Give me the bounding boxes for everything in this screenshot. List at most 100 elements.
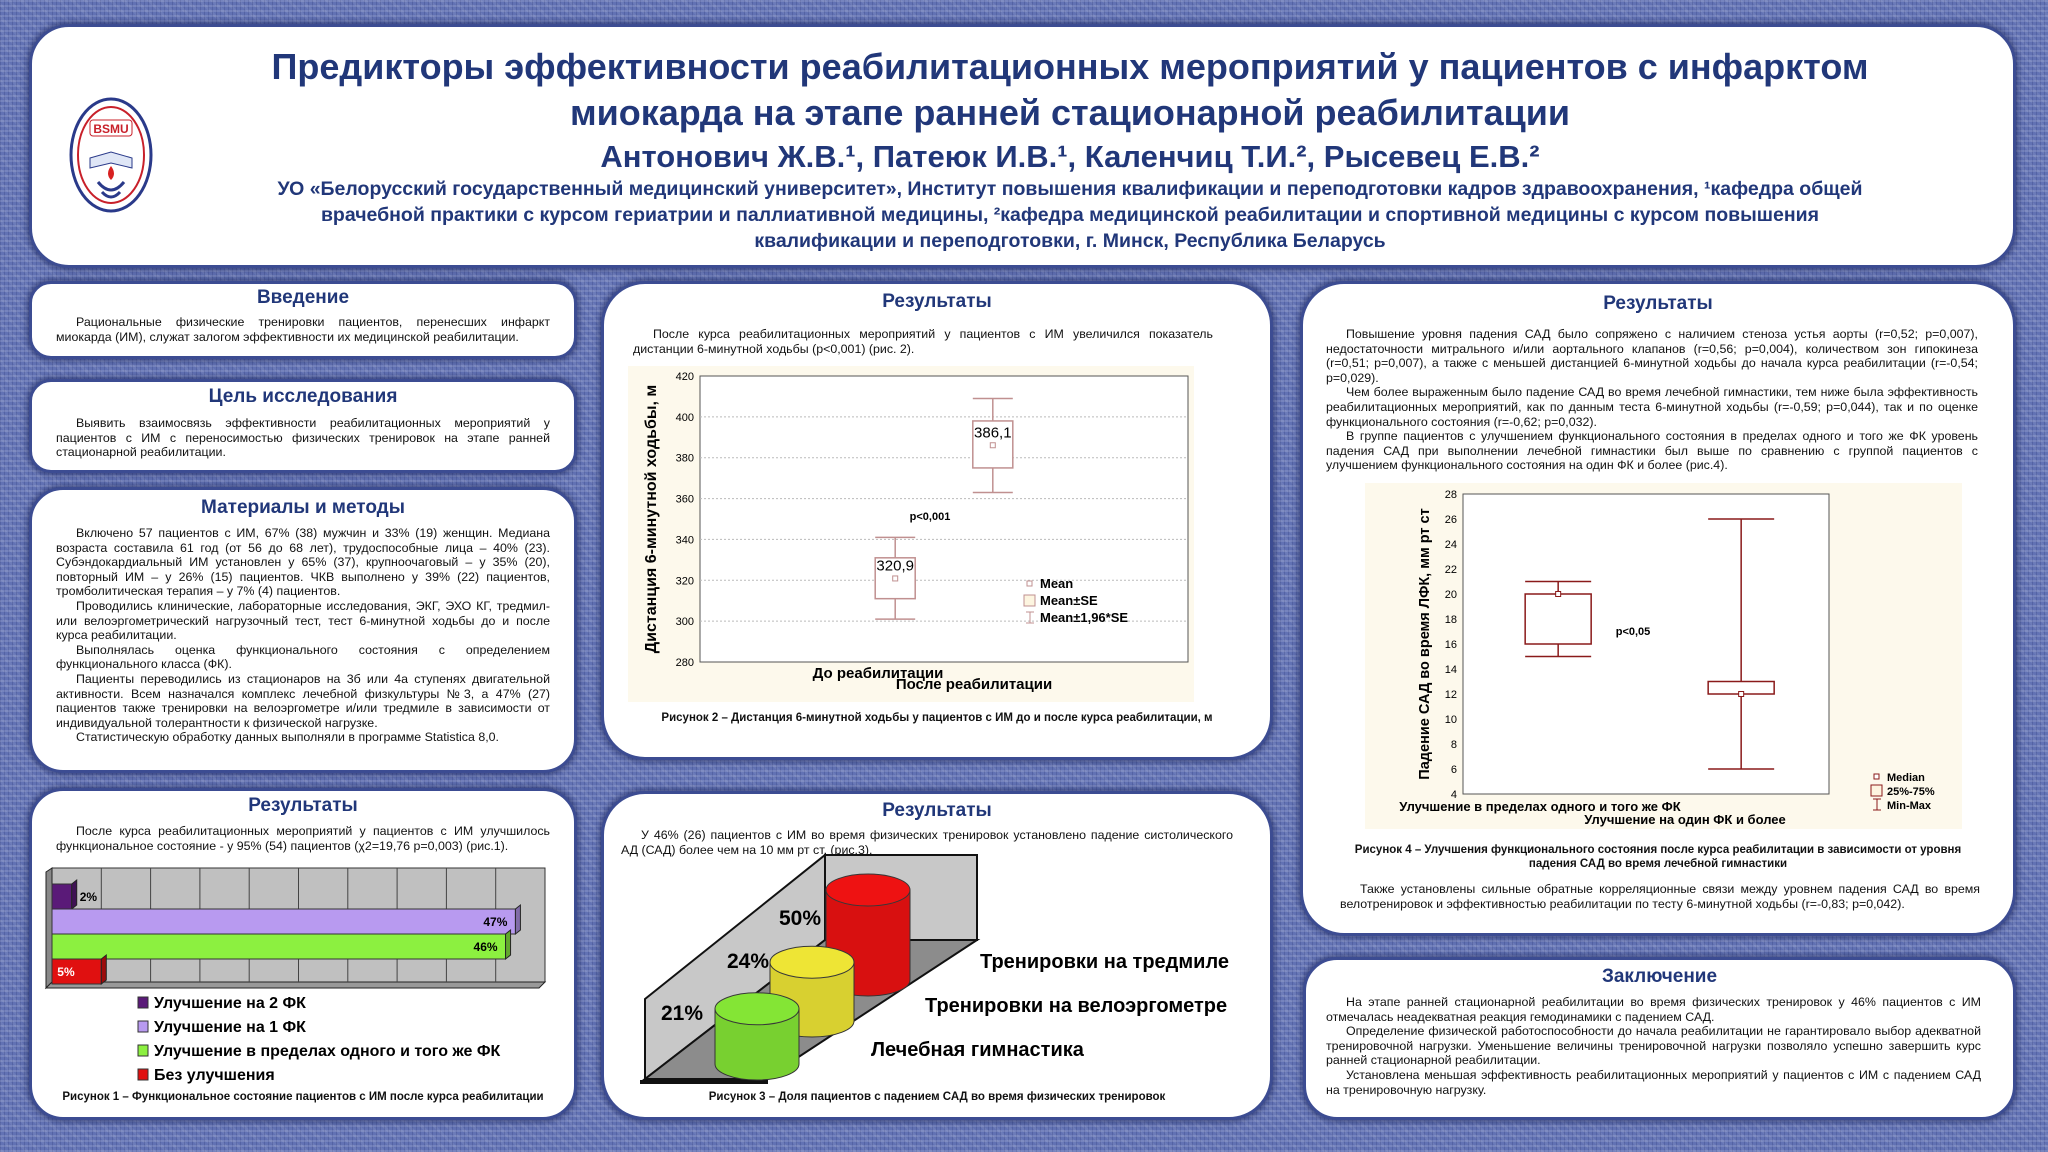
center-marker (892, 575, 899, 582)
results4-text: Повышение уровня падения САД было сопряж… (1326, 327, 1978, 473)
bar-data-label: 5% (57, 965, 75, 979)
legend-label: Mean±1,96*SE (1040, 610, 1128, 625)
aim-text: Выявить взаимосвязь эффективности реабил… (56, 416, 550, 460)
y-axis-label: Падение САД во время ЛФК, мм рт ст (1417, 508, 1433, 779)
axis-floor (44, 981, 547, 989)
results4-paragraph: Повышение уровня падения САД было сопряж… (1326, 327, 1978, 385)
y-tick-label: 18 (1445, 614, 1457, 626)
plot-area (699, 375, 1189, 663)
header-panel (29, 24, 2016, 268)
figure3-caption: Рисунок 3 – Доля пациентов с падением СА… (708, 1091, 1166, 1103)
intro-text: Рациональные физические тренировки пацие… (56, 315, 550, 344)
y-tick-label: 6 (1451, 764, 1457, 776)
y-tick-label: 420 (676, 371, 694, 383)
y-tick-label: 320 (676, 575, 694, 587)
affiliation-line1: УО «Белорусский государственный медицинс… (277, 178, 1863, 200)
cylinder-body (714, 1008, 800, 1081)
poster-title-line2: миокарда на этапе ранней стационарной ре… (569, 92, 1570, 133)
conclusion-paragraph: Установлена меньшая эффективность реабил… (1326, 1067, 1981, 1097)
y-tick-label: 4 (1451, 789, 1457, 801)
bsmu-logo: BSMU (69, 97, 153, 213)
intro-heading: Введение (256, 287, 350, 308)
methods-heading: Материалы и методы (201, 497, 405, 518)
results2-text: После курса реабилитационных мероприятий… (633, 327, 1213, 356)
results4-after-paragraph: Также установлены сильные обратные корре… (1340, 882, 1980, 911)
y-tick-label: 12 (1445, 689, 1457, 701)
aim-paragraph: Выявить взаимосвязь эффективности реабил… (56, 416, 550, 460)
results2-heading: Результаты (882, 291, 992, 312)
cylinder-top (769, 945, 855, 979)
center-marker (989, 442, 996, 449)
plot-area (1462, 493, 1830, 795)
x-category-label: Улучшение на один ФК и более (1584, 812, 1786, 827)
legend-swatch (137, 1068, 149, 1081)
category-label: Тренировки на тредмиле (980, 951, 1229, 973)
results3-paragraph: У 46% (26) пациентов с ИМ во время физич… (621, 828, 1233, 857)
legend-marker (1026, 580, 1033, 587)
legend-swatch (137, 1020, 149, 1033)
results4-heading: Результаты (1603, 293, 1713, 314)
results3-heading: Результаты (882, 800, 992, 821)
authors: Антонович Ж.В.¹, Патеюк И.В.¹, Каленчиц … (600, 139, 1540, 174)
results2-paragraph: После курса реабилитационных мероприятий… (633, 327, 1213, 356)
y-tick-label: 22 (1445, 564, 1457, 576)
figure4-caption-line1: Рисунок 4 – Улучшения функционального со… (1354, 844, 1962, 856)
aim-heading: Цель исследования (208, 386, 398, 407)
bar-side (505, 928, 512, 961)
category-label: Лечебная гимнастика (871, 1039, 1085, 1061)
legend-label: Median (1887, 772, 1925, 784)
figure1-caption: Рисунок 1 – Функциональное состояние пац… (62, 1091, 544, 1103)
y-axis-label: Дистанция 6-минутной ходьбы, м (643, 385, 660, 654)
cylinder-top (825, 873, 911, 907)
legend-marker (1873, 798, 1881, 811)
bar-data-label: 47% (483, 915, 507, 929)
methods-paragraph: Выполнялась оценка функционального состо… (56, 642, 550, 672)
figure4-caption-line2: падения САД во время лечебной гимнастики (1528, 858, 1788, 870)
y-tick-label: 8 (1451, 739, 1457, 751)
box (1524, 593, 1592, 645)
x-category-label: До реабилитации (813, 665, 944, 682)
y-tick-label: 24 (1445, 539, 1457, 551)
center-marker (1738, 691, 1745, 697)
annotation: p<0,001 (910, 511, 951, 523)
axis-wall (45, 867, 53, 990)
bar-data-label: 2% (80, 890, 98, 904)
results4-paragraph: В группе пациентов с улучшением функцион… (1326, 429, 1978, 473)
results4-after-text: Также установлены сильные обратные корре… (1340, 882, 1980, 911)
bar-side (514, 903, 521, 936)
y-tick-label: 28 (1445, 489, 1457, 501)
legend-label: Mean±SE (1040, 593, 1098, 608)
x-category-label: После реабилитации (896, 676, 1052, 693)
x-category-label: Улучшение в пределах одного и того же ФК (1399, 799, 1680, 814)
legend-marker (1870, 784, 1883, 797)
mean-label: 320,9 (876, 557, 914, 574)
results1-paragraph: После курса реабилитационных мероприятий… (56, 824, 550, 853)
results4-paragraph: Чем более выраженным было падение САД во… (1326, 385, 1978, 429)
bar (51, 883, 73, 910)
bar-data-label: 50% (779, 907, 821, 930)
legend-marker (1023, 594, 1036, 607)
methods-panel (29, 487, 577, 773)
legend-label: Min-Max (1887, 800, 1932, 812)
legend-label: Улучшение на 1 ФК (154, 1019, 306, 1036)
affiliation-line3: квалификации и переподготовки, г. Минск,… (754, 230, 1386, 252)
cylinder-top (714, 992, 800, 1026)
y-tick-label: 280 (676, 657, 694, 669)
y-tick-label: 400 (676, 412, 694, 424)
conclusion-panel (1303, 957, 2016, 1120)
legend-label: Без улучшения (154, 1067, 275, 1084)
methods-paragraph: Статистическую обработку данных выполнял… (76, 730, 499, 745)
y-tick-label: 20 (1445, 589, 1457, 601)
y-tick-label: 360 (676, 494, 694, 506)
methods-paragraph: Пациенты переводились из стационаров на … (56, 671, 550, 730)
affiliation-line2: врачебной практики с курсом гериатрии и … (320, 204, 1820, 226)
bar-side (71, 878, 78, 911)
methods-text: Включено 57 пациентов с ИМ, 67% (38) муж… (56, 526, 550, 745)
legend-marker (1873, 773, 1880, 780)
poster-title-line1: Предикторы эффективности реабилитационны… (271, 46, 1869, 87)
conclusion-heading: Заключение (1601, 966, 1718, 987)
legend-marker (1026, 611, 1034, 624)
